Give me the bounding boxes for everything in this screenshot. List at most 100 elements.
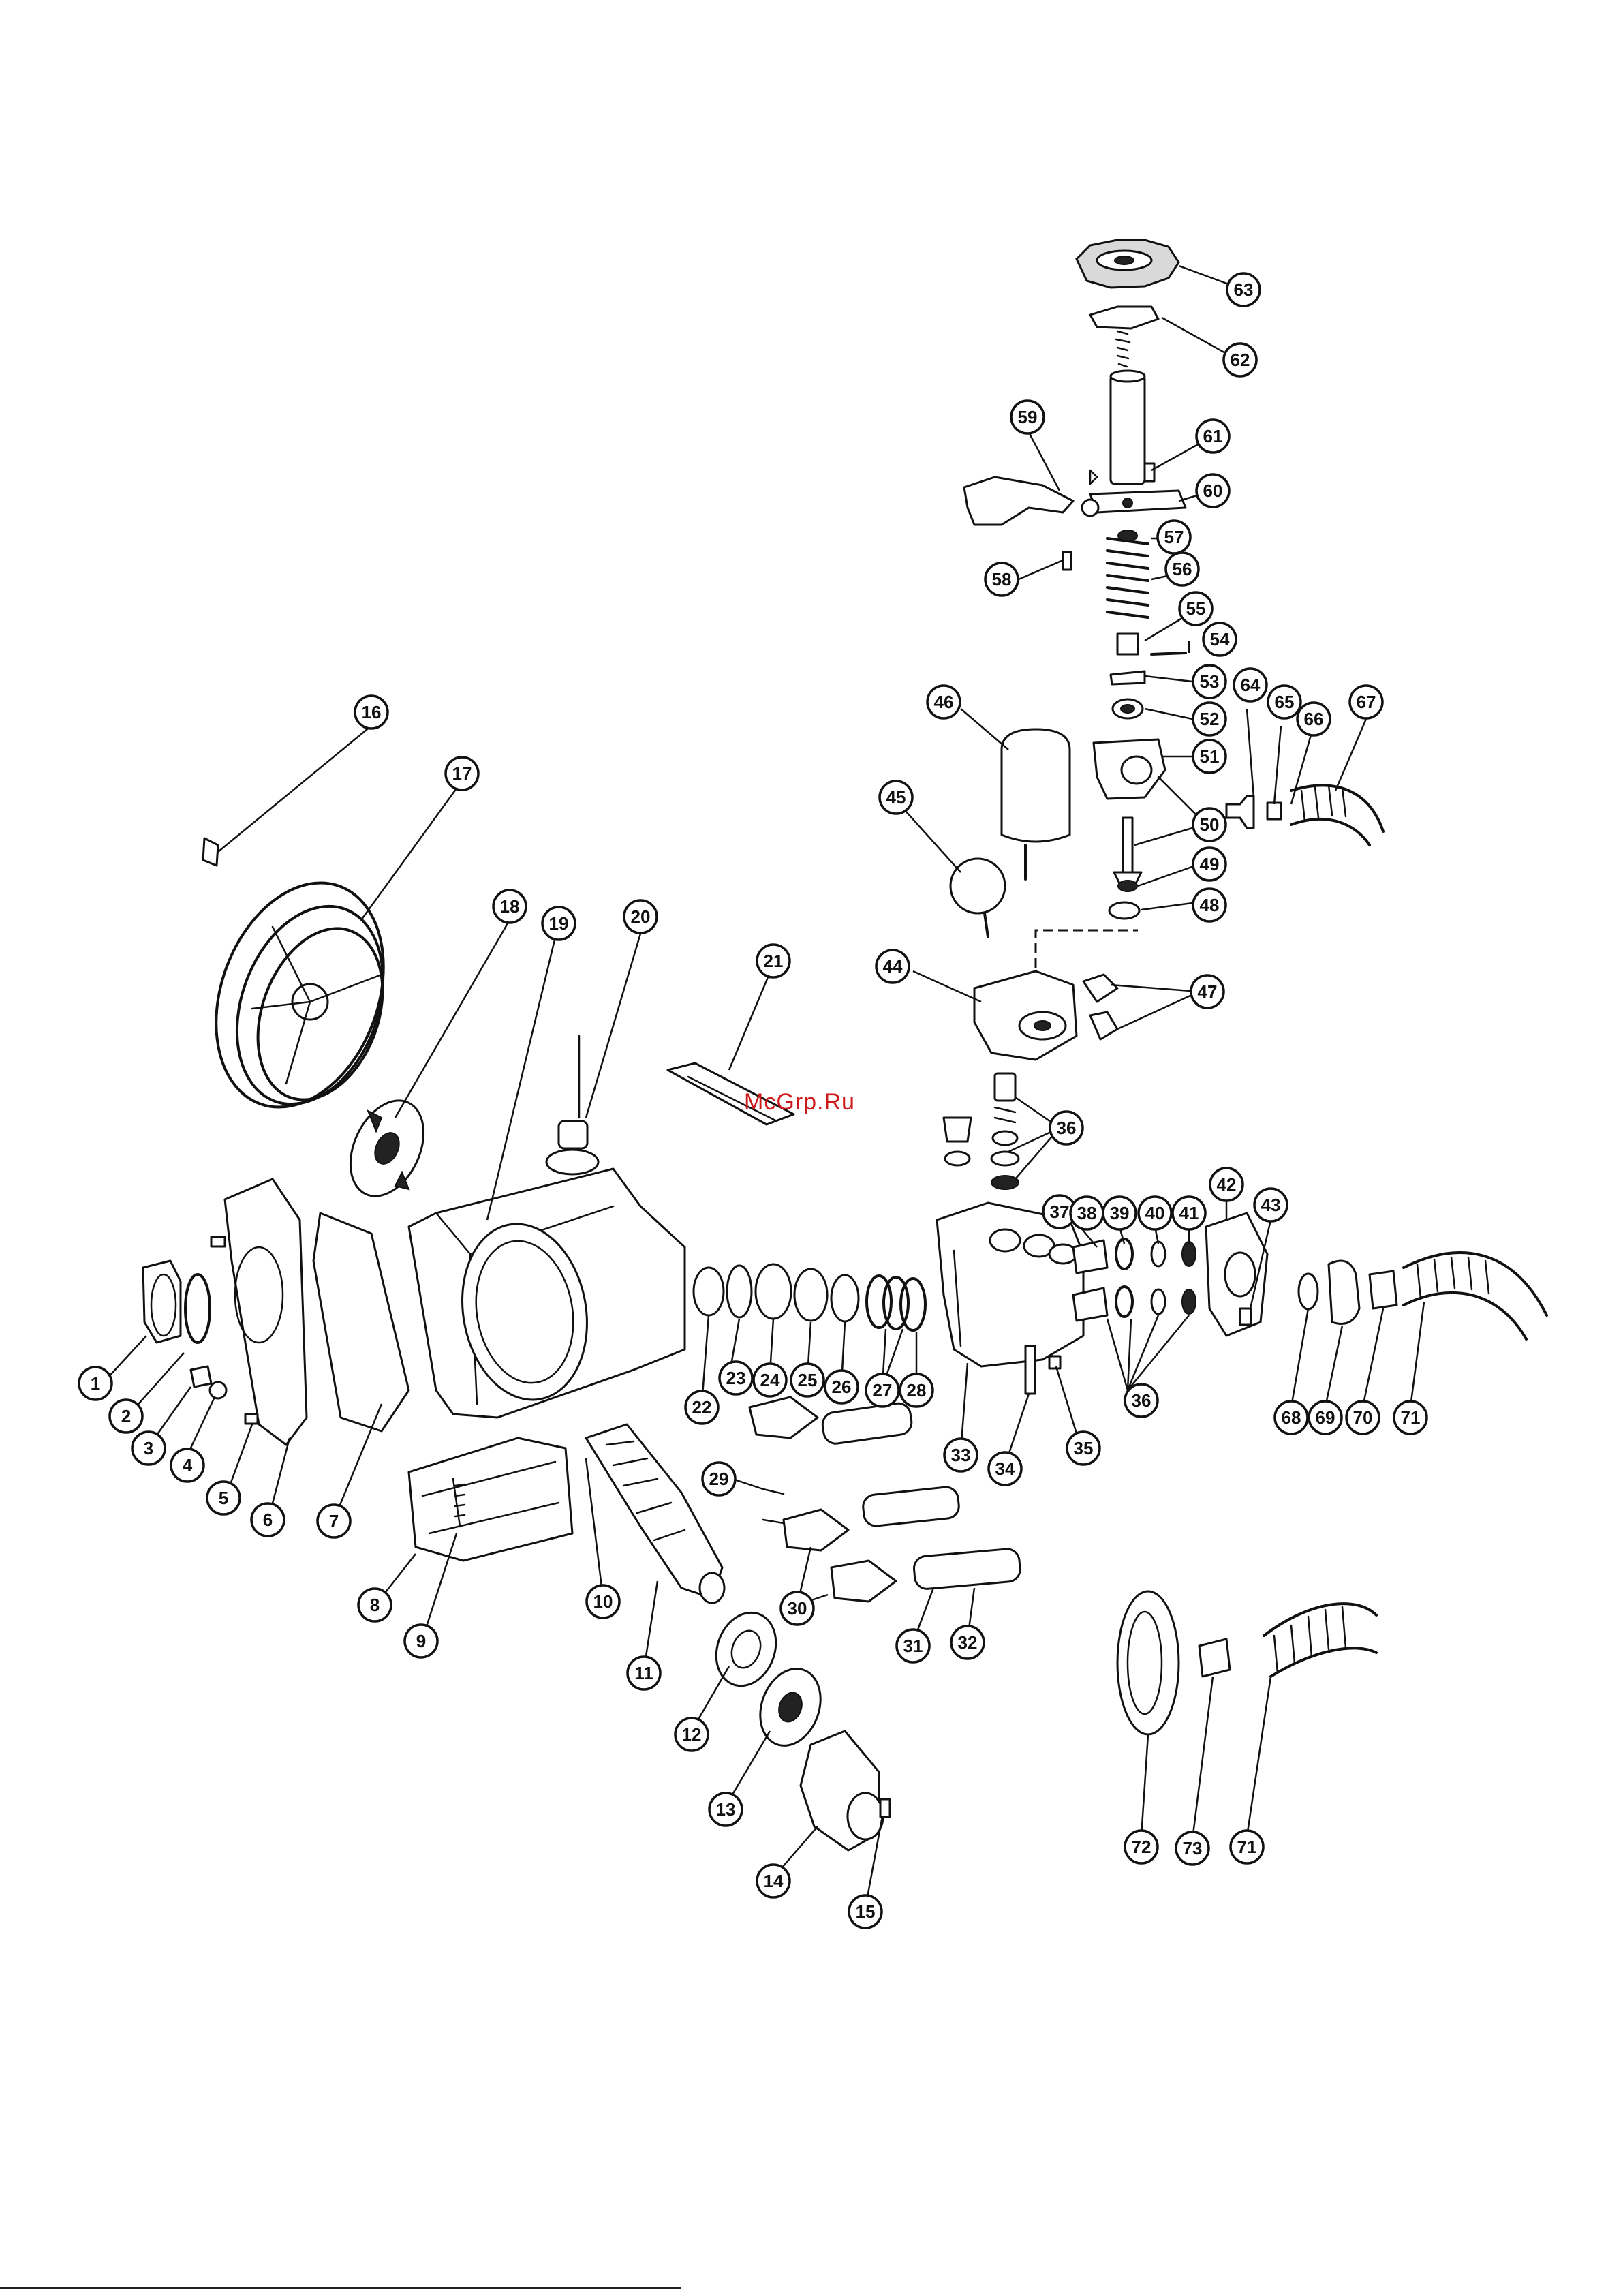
svg-text:33: 33 <box>951 1445 971 1465</box>
svg-text:8: 8 <box>370 1595 380 1615</box>
callout-55: 55 <box>1179 592 1212 625</box>
callout-65: 65 <box>1268 686 1301 718</box>
callout-67: 67 <box>1350 686 1382 718</box>
svg-text:70: 70 <box>1353 1407 1373 1428</box>
svg-text:2: 2 <box>121 1406 131 1426</box>
callout-43: 43 <box>1254 1189 1287 1221</box>
callout-73: 73 <box>1176 1832 1209 1865</box>
inlet-hose-part <box>1299 1253 1547 1339</box>
callout-25: 25 <box>791 1364 824 1396</box>
svg-text:3: 3 <box>144 1438 153 1458</box>
callout-18: 18 <box>493 890 526 923</box>
svg-text:36: 36 <box>1132 1390 1151 1411</box>
callout-60: 60 <box>1196 474 1229 507</box>
svg-text:7: 7 <box>329 1511 339 1531</box>
callout-39: 39 <box>1103 1197 1136 1229</box>
callout-2: 2 <box>110 1400 142 1433</box>
svg-text:71: 71 <box>1401 1407 1421 1428</box>
callout-40: 40 <box>1139 1197 1171 1229</box>
svg-text:25: 25 <box>798 1370 818 1390</box>
callout-41: 41 <box>1173 1197 1205 1229</box>
svg-text:41: 41 <box>1179 1203 1199 1223</box>
svg-text:28: 28 <box>907 1380 927 1400</box>
svg-text:73: 73 <box>1183 1838 1203 1858</box>
svg-text:35: 35 <box>1074 1438 1094 1458</box>
svg-text:23: 23 <box>726 1368 746 1388</box>
svg-text:57: 57 <box>1164 527 1184 547</box>
callout-64: 64 <box>1234 669 1267 701</box>
callout-63: 63 <box>1227 273 1260 306</box>
callout-5: 5 <box>207 1482 240 1514</box>
svg-text:20: 20 <box>631 906 651 927</box>
callout-1: 1 <box>79 1367 112 1400</box>
crankcase-part <box>409 1036 685 1418</box>
callout-16: 16 <box>355 696 388 729</box>
svg-text:42: 42 <box>1217 1174 1237 1195</box>
svg-text:62: 62 <box>1231 350 1250 370</box>
callout-23: 23 <box>720 1362 752 1394</box>
svg-text:15: 15 <box>856 1901 876 1922</box>
callout-50: 50 <box>1193 808 1226 841</box>
svg-text:44: 44 <box>883 956 903 977</box>
svg-text:38: 38 <box>1077 1203 1097 1223</box>
callout-7: 7 <box>318 1505 350 1537</box>
svg-text:16: 16 <box>362 702 382 722</box>
callout-36-inlet: 36 <box>1173 1429 1174 1430</box>
callout-26: 26 <box>825 1371 858 1403</box>
part-drawings <box>143 240 1547 1850</box>
callout-70: 70 <box>1346 1401 1379 1434</box>
suction-hose-part <box>1117 1591 1376 1734</box>
svg-text:49: 49 <box>1200 854 1220 874</box>
pulley-part <box>187 838 413 1131</box>
svg-text:14: 14 <box>764 1871 784 1891</box>
callout-29: 29 <box>702 1463 735 1495</box>
mounting-bracket-part <box>409 1438 572 1561</box>
callout-33: 33 <box>944 1439 977 1471</box>
callout-45: 45 <box>880 781 912 814</box>
callout-36-upper: 36 <box>1050 1112 1083 1144</box>
svg-text:69: 69 <box>1316 1407 1335 1428</box>
svg-text:19: 19 <box>549 913 569 934</box>
svg-text:67: 67 <box>1357 692 1376 712</box>
callout-11: 11 <box>628 1657 660 1689</box>
outlet-manifold-part <box>974 930 1138 1060</box>
svg-text:39: 39 <box>1110 1203 1130 1223</box>
svg-text:4: 4 <box>183 1455 193 1475</box>
svg-text:60: 60 <box>1203 480 1223 501</box>
callout-69: 69 <box>1309 1401 1342 1434</box>
svg-text:64: 64 <box>1241 675 1261 695</box>
svg-text:52: 52 <box>1200 709 1220 729</box>
svg-text:55: 55 <box>1186 598 1206 619</box>
coupling-disc-part <box>336 1089 438 1208</box>
callout-53: 53 <box>1193 665 1226 698</box>
callout-9: 9 <box>405 1625 437 1657</box>
svg-text:43: 43 <box>1261 1195 1281 1215</box>
svg-text:48: 48 <box>1200 895 1220 915</box>
svg-text:26: 26 <box>832 1377 852 1397</box>
svg-text:6: 6 <box>263 1510 273 1530</box>
svg-text:1: 1 <box>91 1373 100 1394</box>
svg-text:34: 34 <box>995 1458 1015 1479</box>
crankshaft-part <box>586 1424 724 1603</box>
callout-46: 46 <box>927 686 960 718</box>
svg-text:30: 30 <box>788 1598 807 1619</box>
callout-71-upper: 71 <box>1394 1401 1427 1434</box>
callout-54: 54 <box>1203 623 1236 656</box>
svg-text:5: 5 <box>219 1488 228 1508</box>
svg-text:63: 63 <box>1234 279 1254 300</box>
valve-body-part <box>1094 739 1383 919</box>
svg-text:17: 17 <box>452 763 472 784</box>
callout-32: 32 <box>951 1626 984 1659</box>
callout-13: 13 <box>709 1793 742 1826</box>
callout-4: 4 <box>171 1449 204 1482</box>
callout-51: 51 <box>1193 740 1226 773</box>
handwheel-part <box>1077 240 1179 367</box>
callout-21: 21 <box>757 945 790 977</box>
svg-text:24: 24 <box>760 1370 780 1390</box>
svg-text:29: 29 <box>709 1469 729 1489</box>
callout-58: 58 <box>985 563 1018 596</box>
callout-72: 72 <box>1125 1831 1158 1863</box>
bottom-rule <box>0 2287 681 2289</box>
svg-text:32: 32 <box>958 1632 978 1653</box>
